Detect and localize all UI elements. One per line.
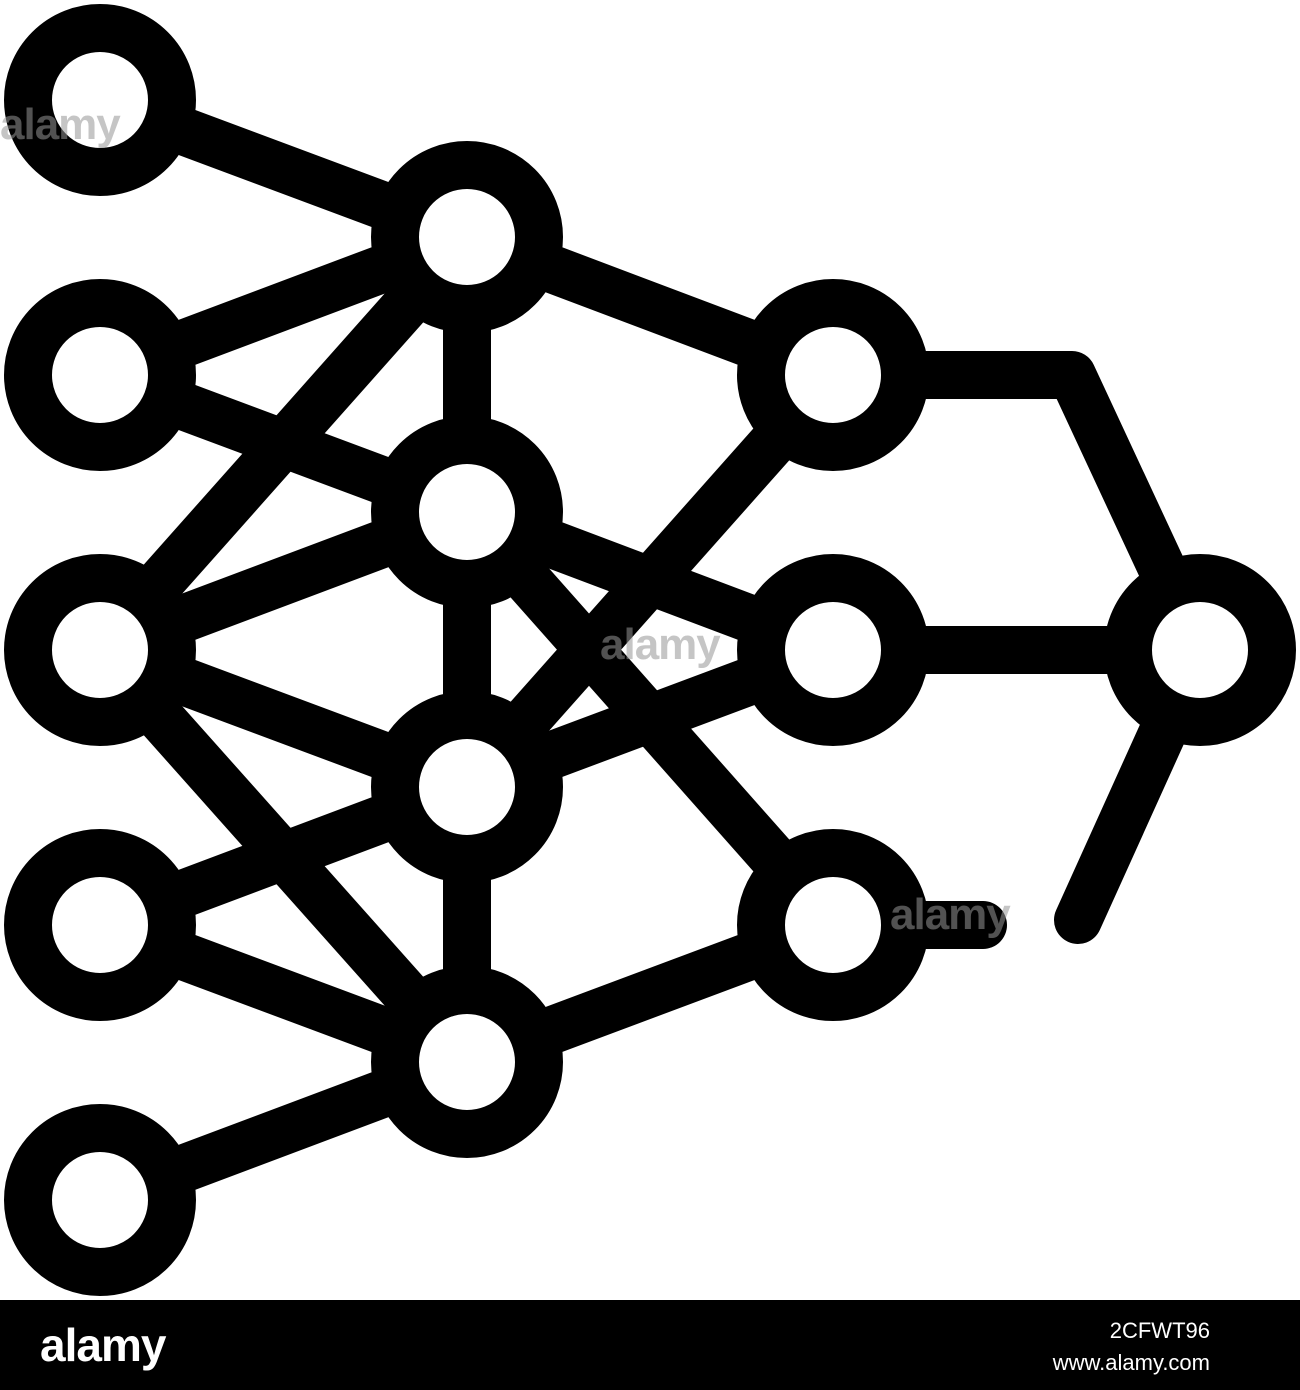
footer-logo: alamy (40, 1319, 166, 1371)
network-node (1104, 554, 1296, 746)
footer-bar: alamy 2CFWT96 www.alamy.com (0, 1300, 1300, 1390)
footer-url: www.alamy.com (1052, 1350, 1210, 1375)
network-node (371, 416, 563, 608)
network-node (4, 4, 196, 196)
network-node (4, 279, 196, 471)
network-node (371, 966, 563, 1158)
network-node (4, 829, 196, 1021)
neural-network-svg (4, 4, 1296, 1296)
network-nodes (4, 4, 1296, 1296)
network-node (4, 554, 196, 746)
neural-network-icon (4, 4, 1296, 1296)
network-node (4, 1104, 196, 1296)
network-node (371, 691, 563, 883)
network-node (737, 829, 929, 1021)
network-node (737, 279, 929, 471)
network-node (371, 141, 563, 333)
network-node (737, 554, 929, 746)
network-connections (76, 76, 1224, 1224)
footer-image-id: 2CFWT96 (1109, 1318, 1210, 1343)
